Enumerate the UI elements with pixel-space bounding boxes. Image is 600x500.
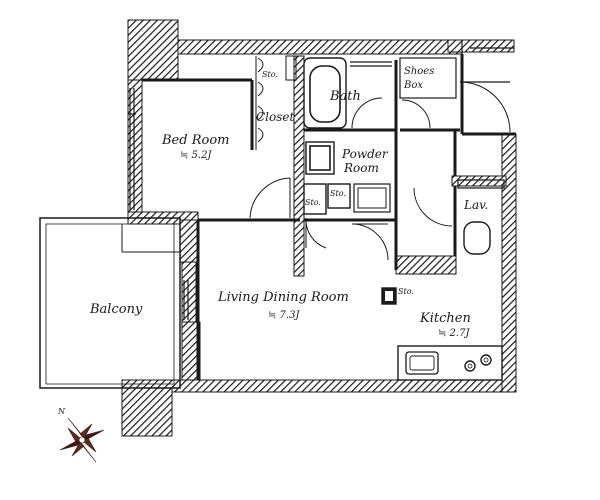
wall-right	[501, 133, 517, 393]
lav-label: Lav.	[463, 198, 488, 212]
storage-label-closet: Sto.	[262, 70, 278, 79]
storage-boxes	[303, 183, 397, 305]
balcony-area	[39, 217, 189, 389]
storage-powder	[327, 183, 351, 209]
compass-rose: N	[57, 407, 105, 463]
stove-burner-1	[464, 360, 476, 372]
balcony-label: Balcony	[89, 302, 143, 317]
toilet	[413, 179, 505, 255]
compass-icon	[59, 417, 105, 463]
door-swings	[249, 177, 389, 261]
storage-label-kitchen: Sto.	[398, 287, 414, 296]
shoes-box-label-line2: Box	[403, 80, 423, 91]
storage-label-powder: Sto.	[330, 189, 346, 198]
bath-label: Bath	[329, 89, 361, 104]
kitchen-counter	[397, 345, 503, 381]
room-labels: Bed Room ≒ 5.2J Closet Bath Shoes Box Po…	[89, 66, 488, 339]
closet-label: Closet	[256, 110, 295, 124]
wall-top-right	[447, 39, 515, 53]
wall-closet-partition	[293, 55, 305, 277]
living-dining-label: Living Dining Room	[217, 290, 349, 305]
wall-top	[177, 39, 463, 55]
washbasin	[305, 141, 391, 213]
powder-room-label-line2: Room	[343, 161, 379, 175]
storage-label-hall: Sto.	[305, 198, 321, 207]
wall-top-left-column	[127, 19, 179, 81]
structural-walls	[121, 19, 517, 437]
stove-burner-2	[480, 354, 492, 366]
powder-room-label-line1: Powder	[341, 147, 389, 161]
kitchen-label: Kitchen	[419, 311, 471, 326]
living-dining-size: ≒ 7.3J	[268, 310, 300, 321]
wall-kitchen-block	[395, 255, 457, 275]
bedroom-size: ≒ 5.2J	[180, 150, 212, 161]
interior-walls	[142, 54, 516, 380]
shoes-box-area	[399, 40, 514, 133]
storage-under-closet	[303, 183, 327, 215]
closet-doors	[255, 55, 297, 150]
wall-bottom	[121, 379, 515, 393]
bedroom-name: Bed Room	[161, 133, 229, 148]
compass-north-label: N	[57, 407, 66, 416]
bedroom-window	[128, 88, 136, 210]
bathtub	[303, 57, 392, 129]
wall-bottom-column	[121, 387, 173, 437]
wall-lav-block	[451, 175, 507, 187]
kitchen-size: ≒ 2.7J	[438, 328, 470, 339]
kitchen-sink	[405, 351, 439, 375]
shoes-box-label-line1: Shoes	[404, 66, 434, 77]
wall-balcony-divider	[179, 219, 199, 263]
